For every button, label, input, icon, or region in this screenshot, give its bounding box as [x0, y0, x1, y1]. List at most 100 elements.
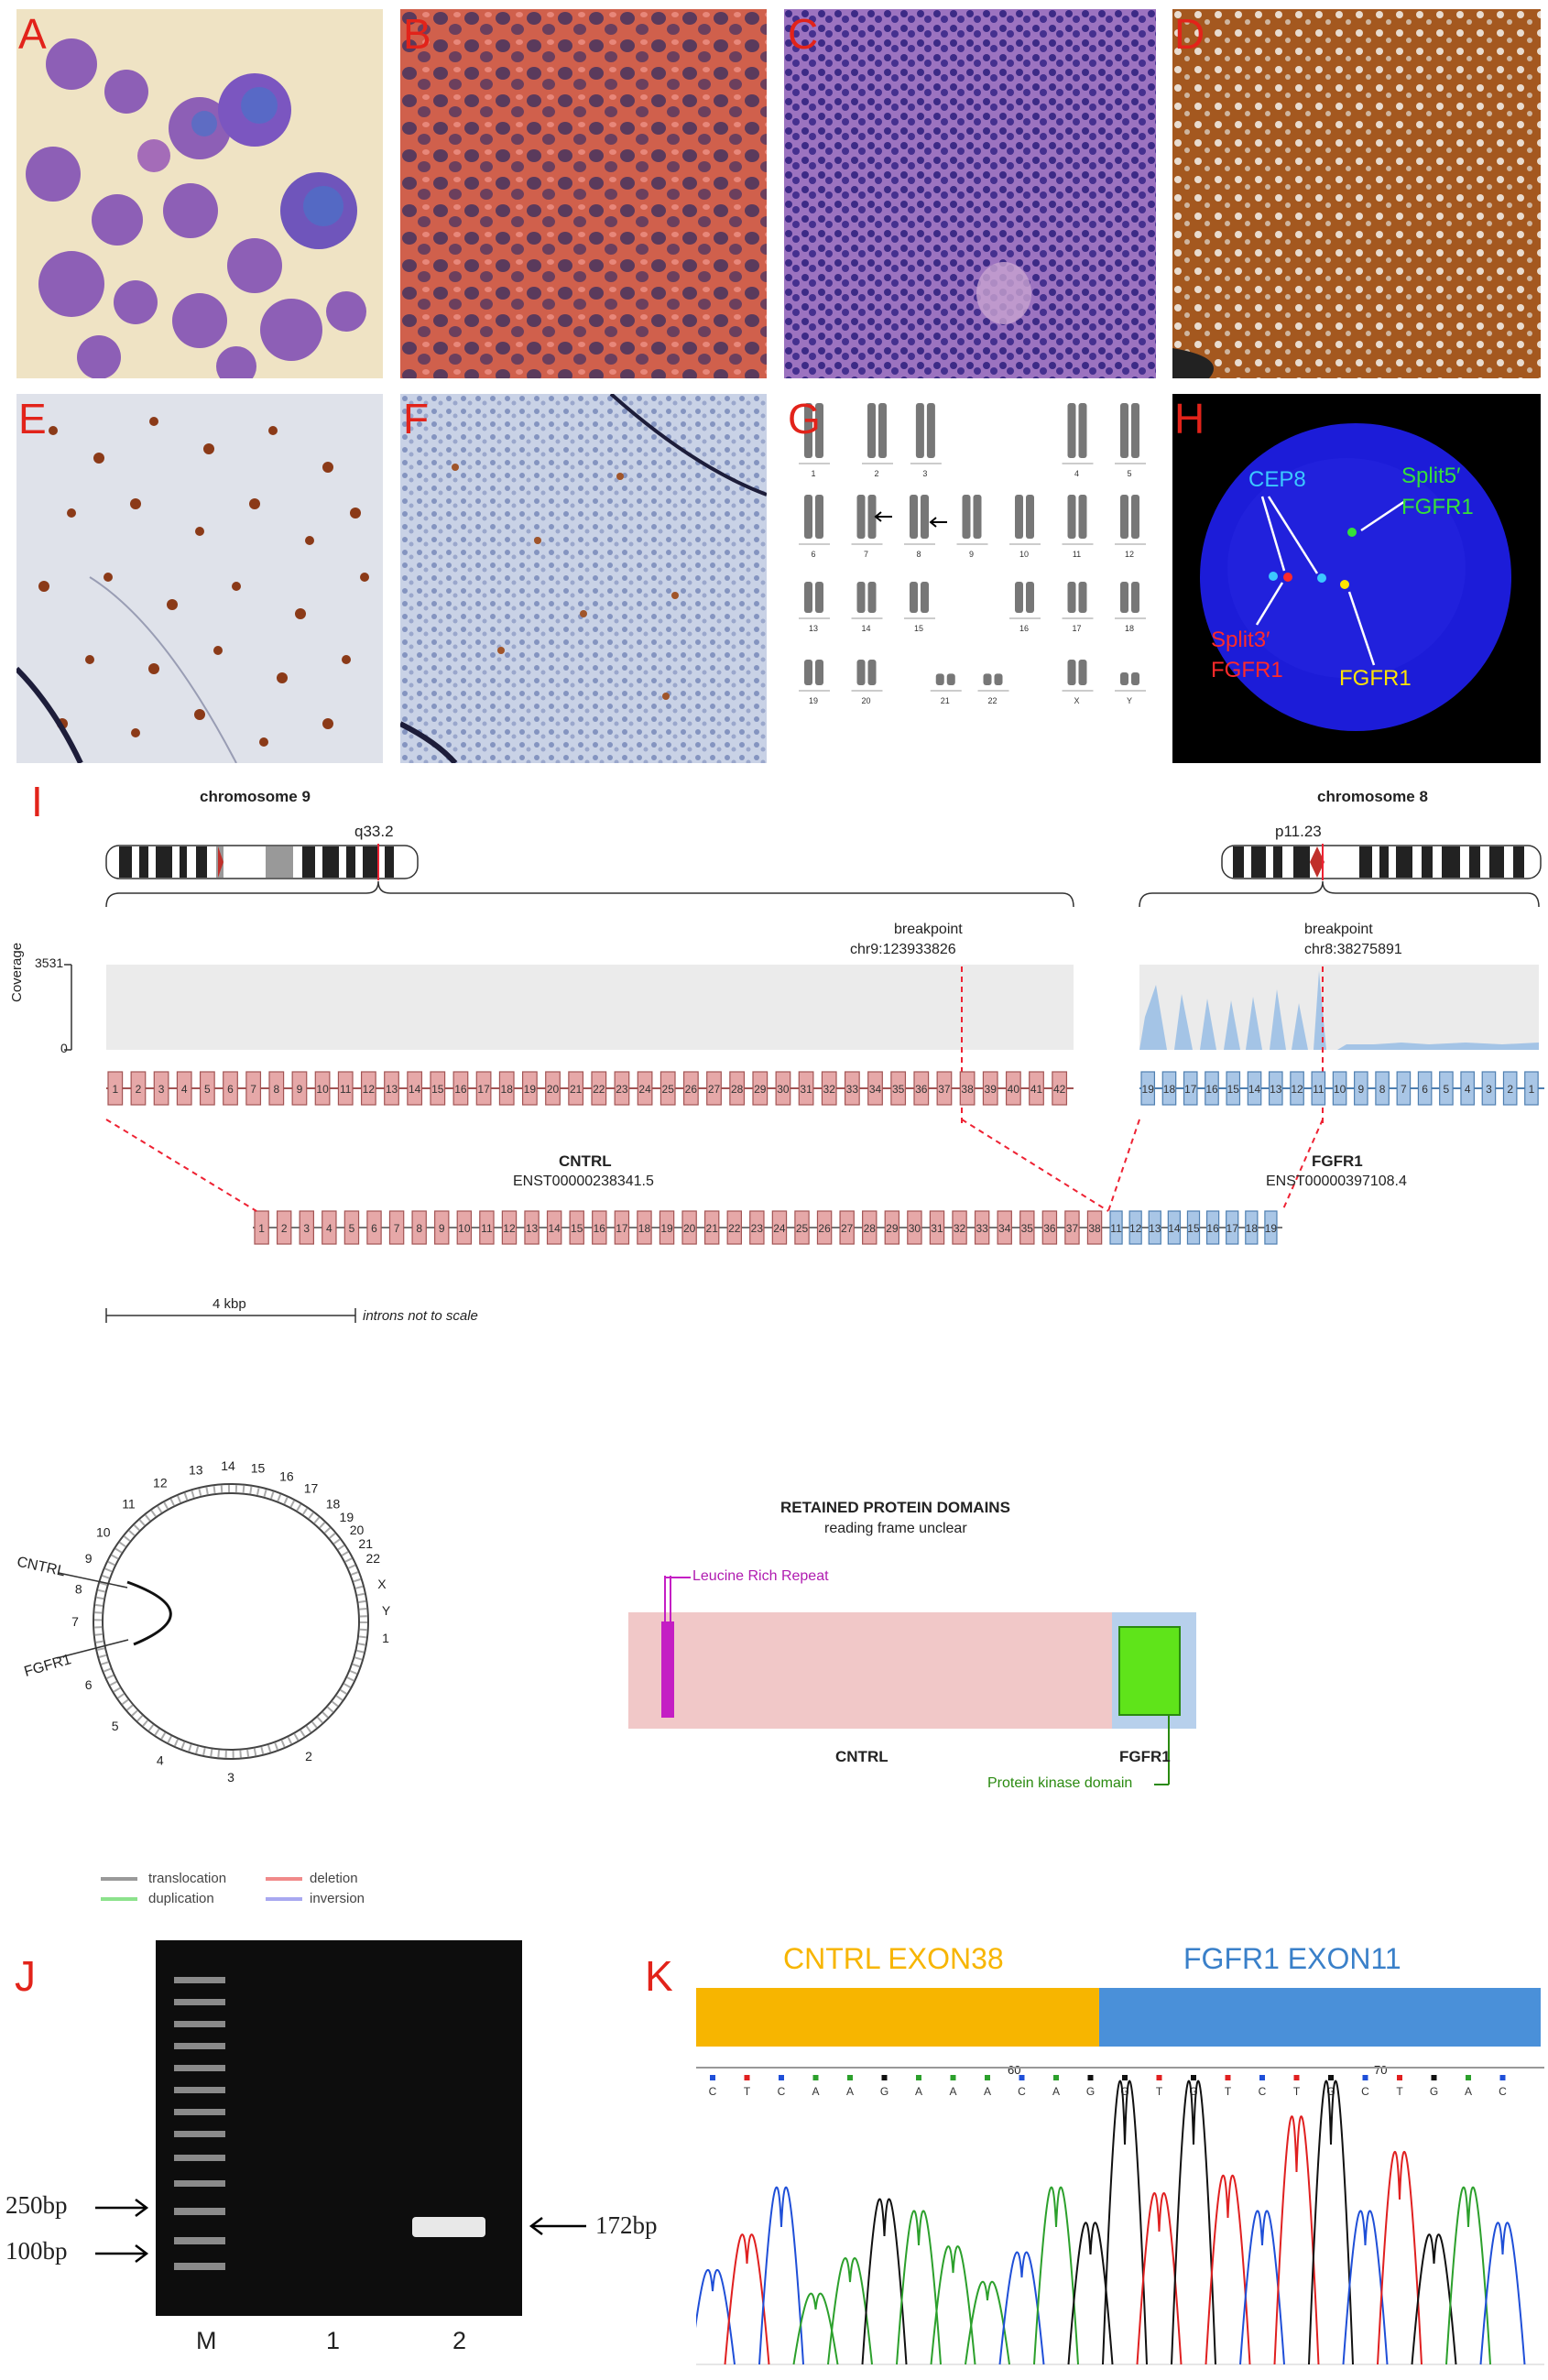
exon-block	[107, 1071, 124, 1106]
trace-peak	[965, 2280, 1010, 2365]
coverage-track-cntrl	[106, 965, 1074, 1050]
trace-peak	[1411, 2233, 1457, 2365]
exon-block	[821, 1071, 837, 1106]
exon-number: 20	[547, 1083, 560, 1096]
karyotype-chromosome: Y	[1115, 672, 1146, 705]
trace-peak	[758, 2186, 804, 2365]
panel-label-c: C	[788, 10, 819, 58]
circos-chrom-label: X	[377, 1577, 387, 1591]
chr9-ideogram	[105, 844, 419, 880]
exon-block	[1502, 1071, 1518, 1106]
exon-bar-fgfr1	[1099, 1988, 1541, 2047]
exon-label-cntrl: CNTRL EXON38	[783, 1942, 1004, 1975]
karyotype-chromosome: 10	[1009, 495, 1041, 559]
cntrl-gene-label: CNTRL	[559, 1152, 612, 1170]
karyotype-chromosome: 3	[910, 403, 942, 478]
karyotype-label: 5	[1127, 469, 1131, 478]
exon-block	[130, 1071, 147, 1106]
exon-number: 16	[1206, 1222, 1219, 1235]
fusion-exon-cntrl	[569, 1210, 584, 1245]
exon-number: 12	[503, 1222, 516, 1235]
panel-e-ihc	[16, 394, 383, 763]
karyotype-label: 20	[861, 696, 870, 705]
exon-number: 36	[1043, 1222, 1056, 1235]
exon-number: 5	[349, 1222, 355, 1235]
karyotype-chromosome: 12	[1115, 495, 1146, 559]
exon-number: 8	[273, 1083, 279, 1096]
exon-block	[360, 1071, 376, 1106]
exon-block	[752, 1071, 769, 1106]
karyotype-label: 21	[941, 696, 950, 705]
exon-number: 29	[886, 1222, 899, 1235]
circos-chrom-label: 15	[251, 1461, 266, 1476]
exon-number: 7	[394, 1222, 400, 1235]
trace-peak	[930, 2245, 976, 2365]
exon-number: 28	[864, 1222, 877, 1235]
exon-block	[982, 1071, 998, 1106]
circos-chrom-label: 1	[382, 1631, 389, 1645]
base-call: C	[1499, 2085, 1507, 2098]
karyotype-chromosome: 22	[977, 673, 1009, 705]
exon-number: 30	[777, 1083, 790, 1096]
panel-label-k: K	[645, 1952, 673, 2000]
panel-label-b: B	[403, 10, 431, 58]
fusion-exon-cntrl	[456, 1210, 473, 1245]
fusion-exon-cntrl	[794, 1210, 810, 1245]
fusion-exon-cntrl	[659, 1210, 675, 1245]
fish-cyan-signal-1	[1269, 572, 1278, 581]
panel-h-fish	[1172, 394, 1541, 763]
circos-chrom-label: 12	[153, 1476, 168, 1490]
fusion-exon-cntrl	[907, 1210, 922, 1245]
fusion-exon-cntrl	[816, 1210, 833, 1245]
exon-number: 33	[976, 1222, 988, 1235]
circos-chrom-label: 17	[304, 1480, 319, 1495]
exon-number: 16	[1205, 1083, 1218, 1096]
exon-block	[1375, 1071, 1390, 1106]
base-marker	[1293, 2075, 1300, 2080]
karyotype-chromosome: 5	[1115, 403, 1146, 478]
exon-number: 18	[638, 1222, 651, 1235]
exon-block	[1029, 1071, 1044, 1106]
exon-block	[291, 1071, 308, 1106]
fusion-exon-cntrl	[322, 1210, 337, 1245]
legend-inversion: inversion	[310, 1891, 365, 1906]
exon-number: 11	[340, 1083, 352, 1096]
base-marker	[812, 2075, 819, 2080]
protein-domain-diagram	[628, 1576, 1196, 1785]
exon-number: 31	[931, 1222, 943, 1235]
exon-block	[660, 1071, 676, 1106]
panel-c-histology	[784, 9, 1156, 378]
exon-number: 14	[409, 1083, 421, 1096]
exon-number: 22	[728, 1222, 741, 1235]
fusion-exon-cntrl	[703, 1210, 720, 1245]
fusion-exon-cntrl	[254, 1210, 269, 1245]
chr9-band: q33.2	[354, 823, 394, 840]
fusion-exon-cntrl	[592, 1210, 607, 1245]
fusion-exon-fgfr1	[1205, 1210, 1220, 1245]
legend-translocation: translocation	[148, 1871, 227, 1886]
exon-block	[844, 1071, 860, 1106]
chr8-band: p11.23	[1275, 823, 1322, 840]
exon-number: 35	[1021, 1222, 1034, 1235]
karyotype-label: 10	[1019, 550, 1029, 559]
exon-number: 21	[706, 1222, 719, 1235]
karyotype-label: 16	[1019, 624, 1029, 633]
base-marker	[881, 2075, 888, 2080]
fish-green-signal	[1347, 528, 1357, 537]
fish-label-fusion: FGFR1	[1339, 666, 1412, 691]
base-call: G	[1326, 2085, 1335, 2098]
breakpoint-chr9-coord: chr9:123933826	[850, 942, 956, 957]
exon-number: 10	[458, 1222, 471, 1235]
karyotype-label: Y	[1127, 696, 1132, 705]
base-marker	[1019, 2075, 1025, 2080]
karyotype-label: 4	[1074, 469, 1079, 478]
fish-cyan-signal-2	[1317, 573, 1326, 583]
domains-subtitle: reading frame unclear	[824, 1521, 967, 1536]
fusion-exon-cntrl	[366, 1210, 382, 1245]
exon-block	[475, 1071, 492, 1106]
exon-number: 16	[454, 1083, 467, 1096]
exon-block	[775, 1071, 791, 1106]
base-call: C	[709, 2085, 717, 2098]
fusion-exon-cntrl	[524, 1210, 540, 1245]
